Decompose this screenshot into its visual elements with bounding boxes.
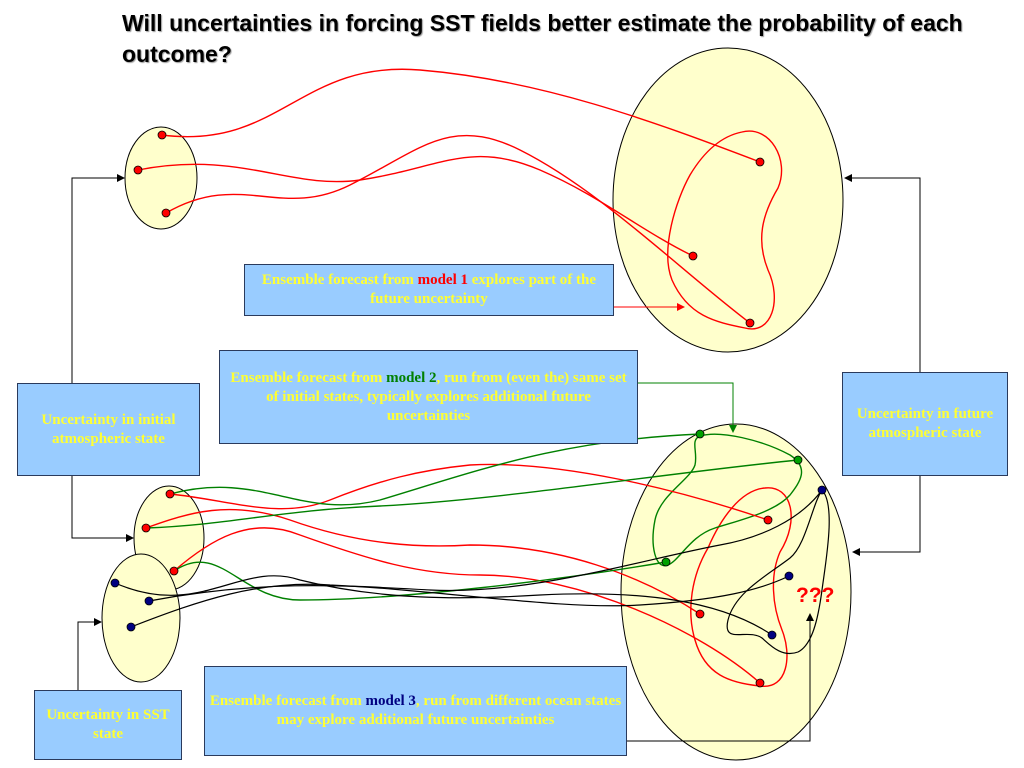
model3-caption-prefix: Ensemble forecast from bbox=[209, 693, 366, 709]
model2-pointer-arrow bbox=[638, 382, 737, 433]
model1-caption-prefix: Ensemble forecast from bbox=[261, 272, 418, 288]
model3-caption-name: model 3 bbox=[365, 693, 416, 709]
model1-caption-box: Ensemble forecast from model 1 explores … bbox=[244, 264, 614, 316]
model1-points bbox=[133, 130, 773, 688]
model3-points bbox=[110, 485, 827, 640]
model2-outcome-region bbox=[652, 433, 803, 567]
sst-state-ellipse bbox=[101, 553, 181, 683]
model3-caption-text: Ensemble forecast from model 3, run from… bbox=[209, 692, 622, 730]
model1-caption-suffix: explores part of the future uncertainty bbox=[370, 272, 597, 307]
sst-uncertainty-label: Uncertainty in SST state bbox=[46, 707, 170, 742]
initial-atmospheric-uncertainty-label: Uncertainty in initial atmospheric state bbox=[41, 411, 176, 447]
model2-caption-prefix: Ensemble forecast from bbox=[230, 369, 387, 386]
model1-caption-name: model 1 bbox=[417, 272, 469, 288]
model2-points bbox=[661, 429, 803, 567]
slide-title: Will uncertainties in forcing SST fields… bbox=[122, 10, 963, 67]
model2-caption-text: Ensemble forecast from model 2, run from… bbox=[224, 369, 633, 426]
model3-outcome-region bbox=[726, 489, 830, 655]
future-state-ellipse-bottom bbox=[620, 423, 852, 761]
model2-caption-name: model 2 bbox=[386, 369, 437, 386]
model2-caption-box: Ensemble forecast from model 2, run from… bbox=[219, 350, 638, 444]
unknown-outcome-label: ??? bbox=[796, 584, 835, 607]
future-atmospheric-uncertainty-label: Uncertainty in future atmospheric state bbox=[856, 406, 994, 441]
model3-caption-suffix: , run from different ocean states may ex… bbox=[276, 693, 622, 728]
model1-outcome-region-top bbox=[667, 130, 783, 330]
initial-atmospheric-uncertainty-box: Uncertainty in initial atmospheric state bbox=[17, 383, 200, 476]
connector-arrows bbox=[71, 174, 921, 742]
initial-state-ellipse-top bbox=[124, 126, 198, 230]
sst-uncertainty-box: Uncertainty in SST state bbox=[34, 690, 182, 760]
model1-trajectories-top bbox=[137, 68, 761, 324]
future-atmospheric-uncertainty-box: Uncertainty in future atmospheric state bbox=[842, 372, 1008, 476]
model2-caption-suffix: , run from (even the) same set of initia… bbox=[266, 369, 627, 424]
model1-caption-text: Ensemble forecast from model 1 explores … bbox=[249, 271, 609, 309]
model3-caption-box: Ensemble forecast from model 3, run from… bbox=[204, 666, 627, 756]
model3-trajectories bbox=[114, 489, 823, 636]
